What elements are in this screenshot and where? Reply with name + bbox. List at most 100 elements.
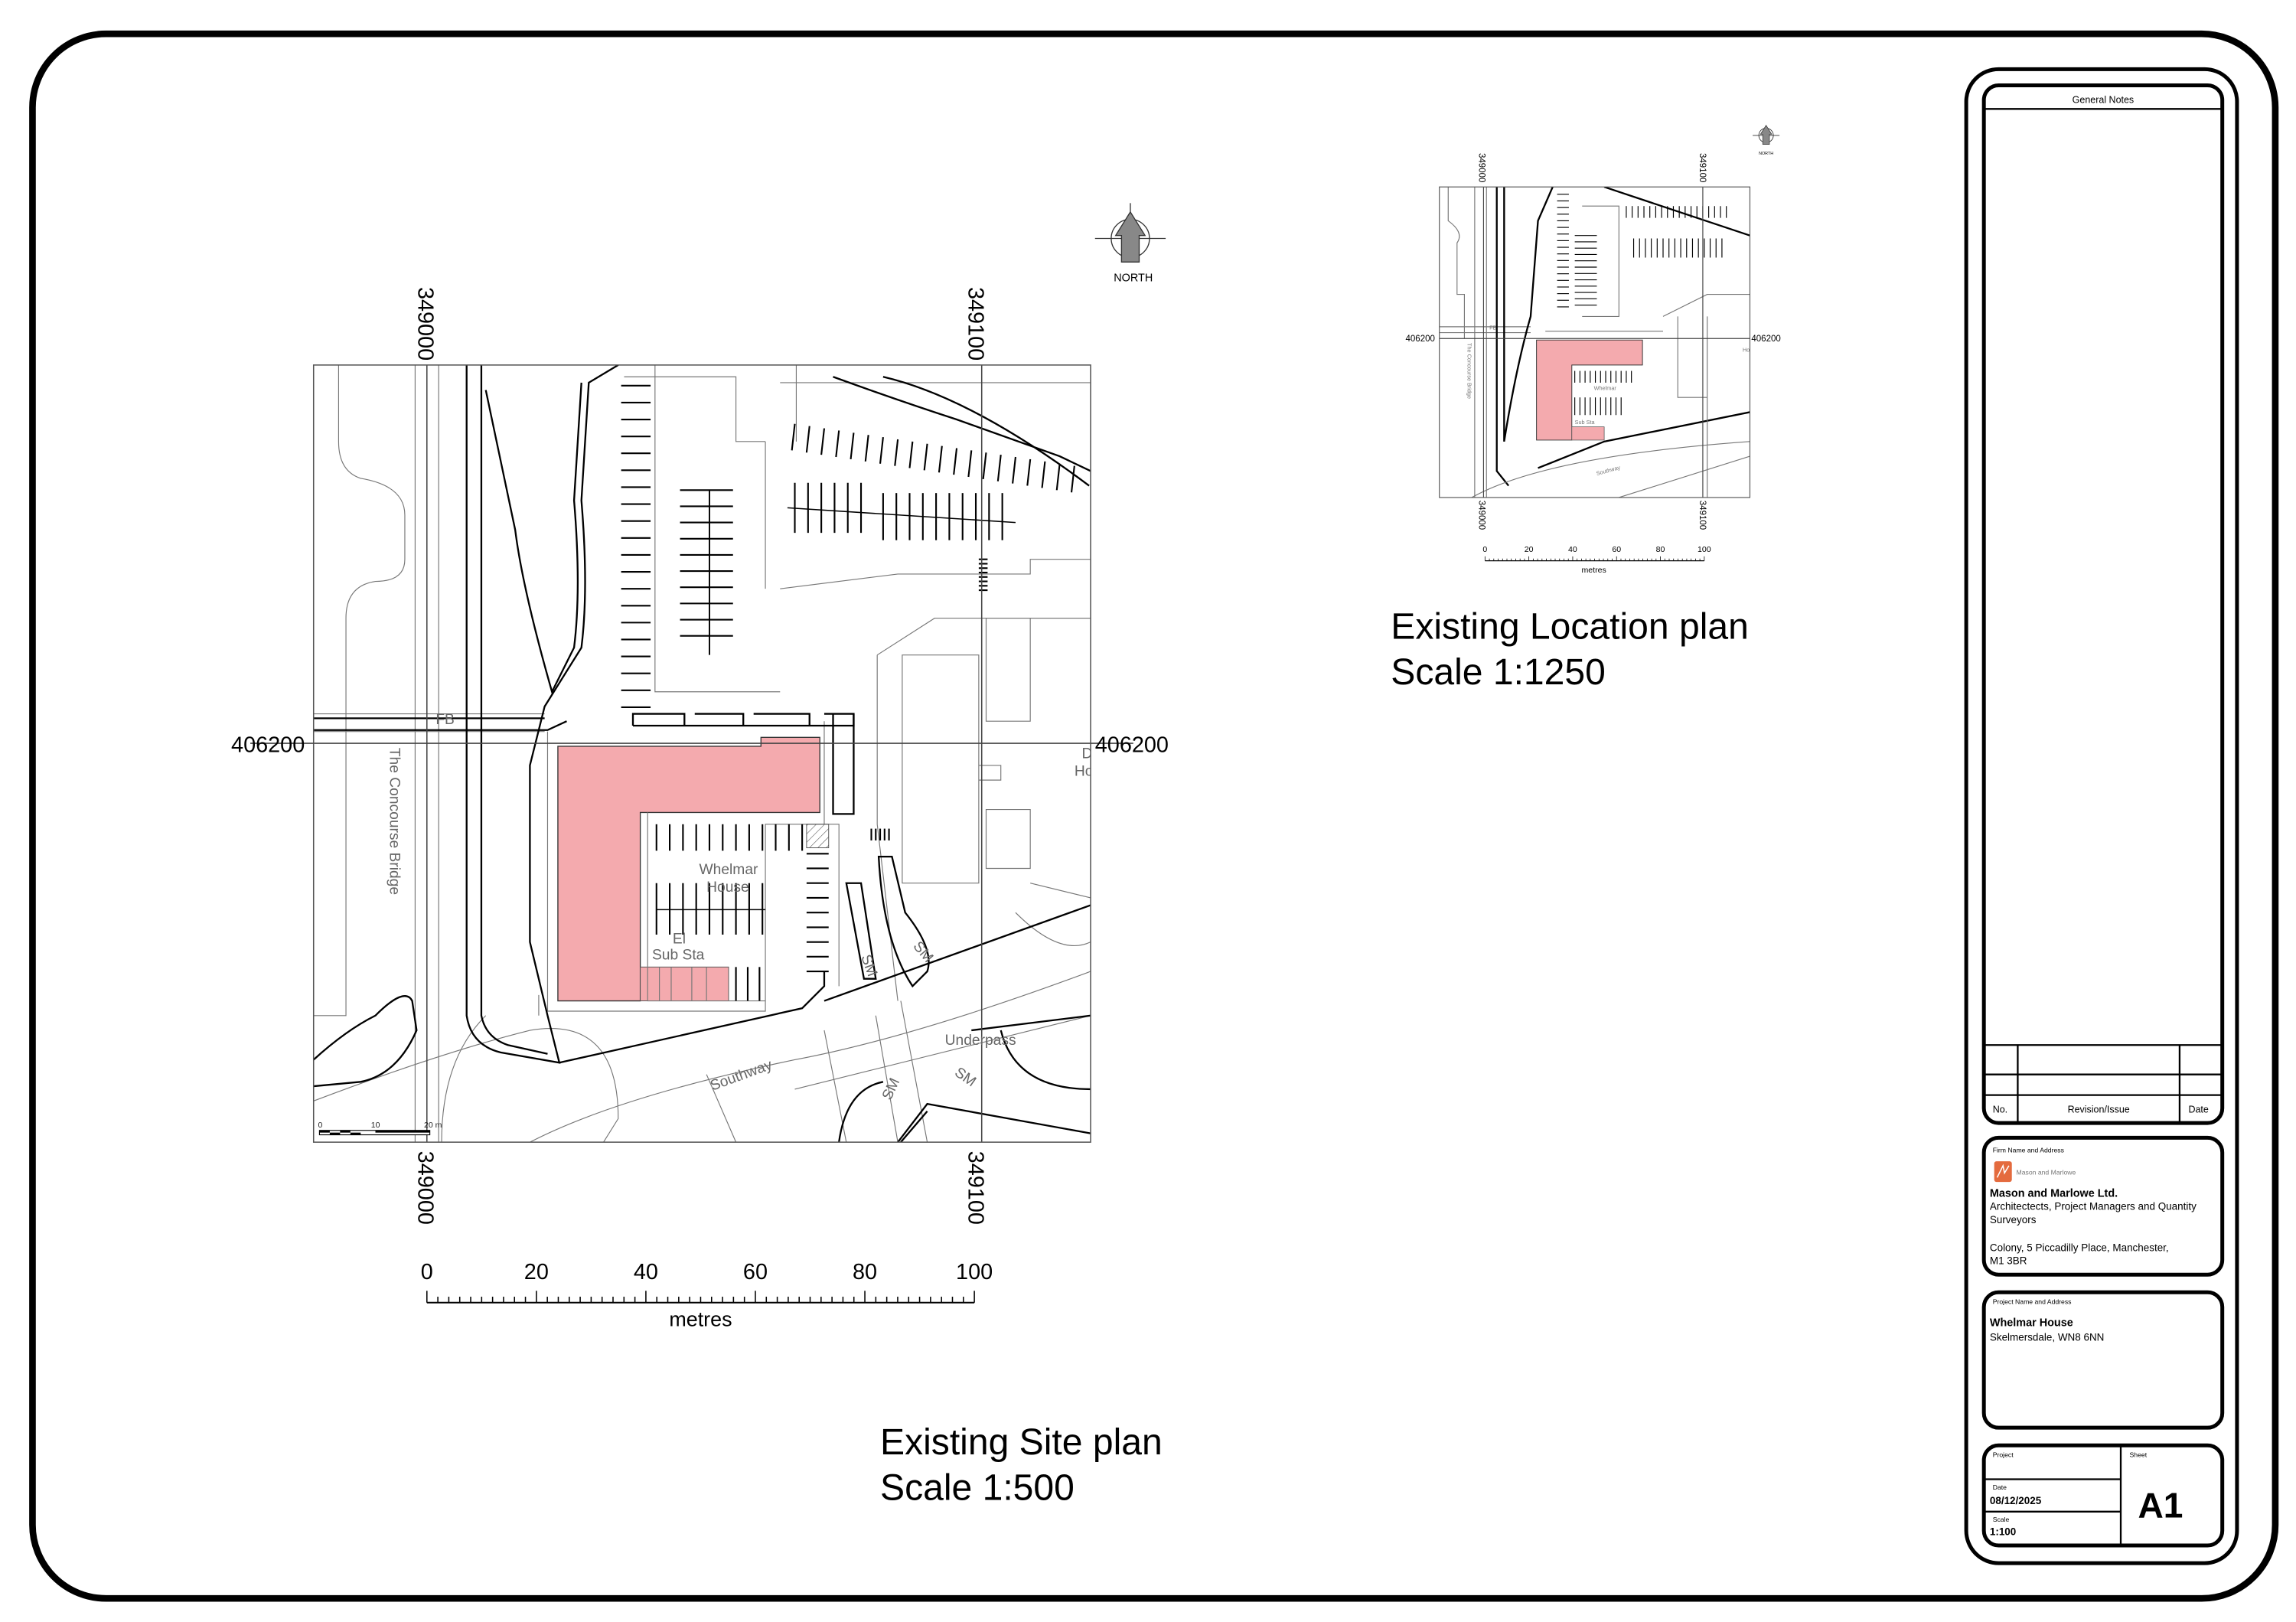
sheet-info-box <box>1981 1443 2225 1548</box>
parking-stall-line <box>908 441 914 468</box>
location-plan-scale: Scale 1:1250 <box>1391 651 1606 693</box>
firm-logo-text: Mason and Marlowe <box>2016 1168 2076 1176</box>
inner-scale-20: 20 m <box>424 1121 442 1130</box>
label-underpass: Underpass <box>945 1033 1016 1049</box>
rev-col-date: Date <box>2188 1105 2208 1115</box>
label-dell-house: House <box>1075 763 1117 779</box>
loc-label-fb: FB <box>1489 325 1496 331</box>
revision-table: No. Revision/Issue Date <box>1984 1044 2223 1124</box>
project-label: Project <box>1993 1451 2014 1459</box>
parking-stalls <box>621 384 1075 1001</box>
location-north-arrow-icon <box>1753 125 1780 145</box>
scale-label: 100 <box>1698 545 1711 554</box>
label-dell: Dell <box>1081 746 1107 762</box>
label-house: House <box>706 880 749 896</box>
loc-coord-northing-right: 406200 <box>1751 335 1780 344</box>
parking-stall-line <box>923 443 928 471</box>
site-plan: FB The Concourse Bridge Whelmar House El… <box>231 203 1169 1508</box>
location-scale-unit: metres <box>1581 566 1606 575</box>
parking-stall-line <box>835 430 840 458</box>
scale-label: 80 <box>1656 545 1665 554</box>
scale-label: 0 <box>1482 545 1487 554</box>
inner-scale-bar: 0 10 20 m <box>318 1121 442 1136</box>
label-concourse: The Concourse Bridge <box>386 748 403 895</box>
inner-scale-10: 10 <box>371 1121 380 1130</box>
label-sm: SM <box>879 1075 903 1102</box>
parking-stall-line <box>1012 456 1016 484</box>
site-boundary-annex <box>640 966 729 1002</box>
rev-col-issue: Revision/Issue <box>2068 1105 2130 1115</box>
coord-easting-top-left: 349000 <box>413 287 437 361</box>
general-notes-heading: General Notes <box>2073 95 2134 106</box>
location-parking-stalls <box>1557 194 1727 416</box>
loc-coord-bottom-right: 349100 <box>1698 501 1707 530</box>
inner-scale-0: 0 <box>318 1121 323 1130</box>
location-plan: The Concourse Bridge Whelmar Sub Sta Hou… <box>1391 125 1781 693</box>
loc-label-southway: Southway <box>1596 464 1622 477</box>
firm-desc-1: Architectects, Project Managers and Quan… <box>1990 1201 2197 1212</box>
loc-coord-top-left: 349000 <box>1477 153 1486 182</box>
parking-stall-line <box>938 445 943 473</box>
scale-label: 100 <box>956 1260 993 1284</box>
north-arrow-icon <box>1094 203 1166 263</box>
scale-label: Scale <box>1993 1516 2010 1523</box>
coord-northing-left: 406200 <box>231 733 305 758</box>
label-fb: FB <box>435 712 455 728</box>
site-map-frame <box>312 364 1091 1143</box>
site-plan-title: Existing Site plan <box>880 1421 1163 1463</box>
parking-stall-line <box>1070 465 1075 493</box>
firm-box <box>1981 1135 2225 1277</box>
parking-stall-line <box>953 448 958 475</box>
project-address: Skelmersdale, WN8 6NN <box>1990 1332 2105 1343</box>
parking-stall-line <box>805 426 810 453</box>
scale-label: 20 <box>524 1260 549 1284</box>
firm-address-2: M1 3BR <box>1990 1255 2027 1267</box>
date-value: 08/12/2025 <box>1990 1495 2042 1506</box>
location-plan-title: Existing Location plan <box>1391 606 1749 648</box>
title-block: General Notes No. Revision/Issue Date Fi… <box>1964 67 2239 1565</box>
hatched-area <box>806 824 830 849</box>
label-sm: SM <box>951 1065 979 1091</box>
parking-stall-line <box>879 436 884 464</box>
coord-northing-right: 406200 <box>1095 733 1169 758</box>
label-el: El <box>673 932 686 948</box>
location-map: The Concourse Bridge Whelmar Sub Sta Hou… <box>1439 187 1759 498</box>
loc-label-house: House <box>1743 347 1759 354</box>
parking-stall-line <box>996 455 1002 481</box>
loc-label-whelmar: Whelmar <box>1594 385 1617 392</box>
firm-address-1: Colony, 5 Piccadilly Place, Manchester, <box>1990 1242 2169 1253</box>
parking-stall-line <box>894 439 899 466</box>
firm-logo-icon <box>1994 1161 2012 1183</box>
parking-stall-line <box>820 428 826 455</box>
firm-name: Mason and Marlowe Ltd. <box>1990 1187 2118 1199</box>
scale-label: 80 <box>853 1260 877 1284</box>
loc-label-concourse: The Concourse Bridge <box>1466 343 1473 399</box>
site-map: FB The Concourse Bridge Whelmar House El… <box>313 364 1117 1143</box>
loc-label-sub-sta: Sub Sta <box>1575 419 1596 426</box>
label-southway: Southway <box>708 1057 775 1095</box>
loc-coord-northing-left: 406200 <box>1406 335 1435 344</box>
parking-stall-line <box>982 452 987 480</box>
scale-label: 60 <box>743 1260 768 1284</box>
sheet-border <box>29 30 2279 1602</box>
firm-desc-2: Surveyors <box>1990 1214 2037 1225</box>
parking-stall-line <box>1026 459 1032 486</box>
scale-label: 0 <box>421 1260 433 1284</box>
label-sm: SM <box>857 952 880 978</box>
firm-heading: Firm Name and Address <box>1993 1147 2065 1154</box>
north-label: NORTH <box>1114 272 1153 284</box>
site-scale-unit: metres <box>669 1308 732 1331</box>
scale-label: 40 <box>1568 545 1577 554</box>
site-plan-scale: Scale 1:500 <box>880 1467 1075 1508</box>
date-label: Date <box>1993 1483 2007 1491</box>
project-box <box>1981 1290 2225 1430</box>
coord-easting-bottom-right: 349100 <box>963 1151 987 1225</box>
parking-stall-line <box>850 432 855 460</box>
project-name: Whelmar House <box>1990 1317 2073 1330</box>
parking-stall-line <box>1055 463 1061 491</box>
scale-label: 60 <box>1612 545 1621 554</box>
label-sub-sta: Sub Sta <box>652 948 705 964</box>
parking-stall-line <box>1041 461 1046 488</box>
coord-easting-bottom-left: 349000 <box>413 1151 437 1225</box>
